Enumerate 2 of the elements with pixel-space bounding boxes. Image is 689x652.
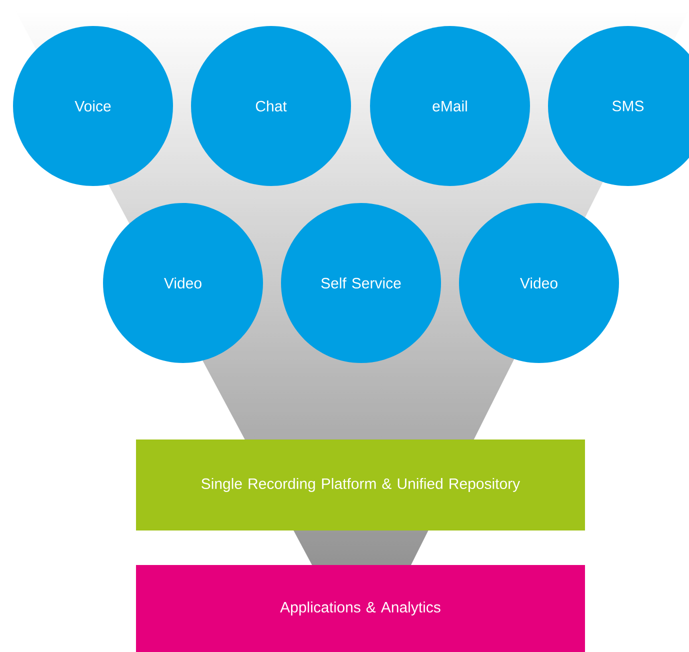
platform-box: Single Recording Platform & Unified Repository	[136, 440, 585, 530]
platform-box: Applications & Analytics	[136, 565, 585, 652]
